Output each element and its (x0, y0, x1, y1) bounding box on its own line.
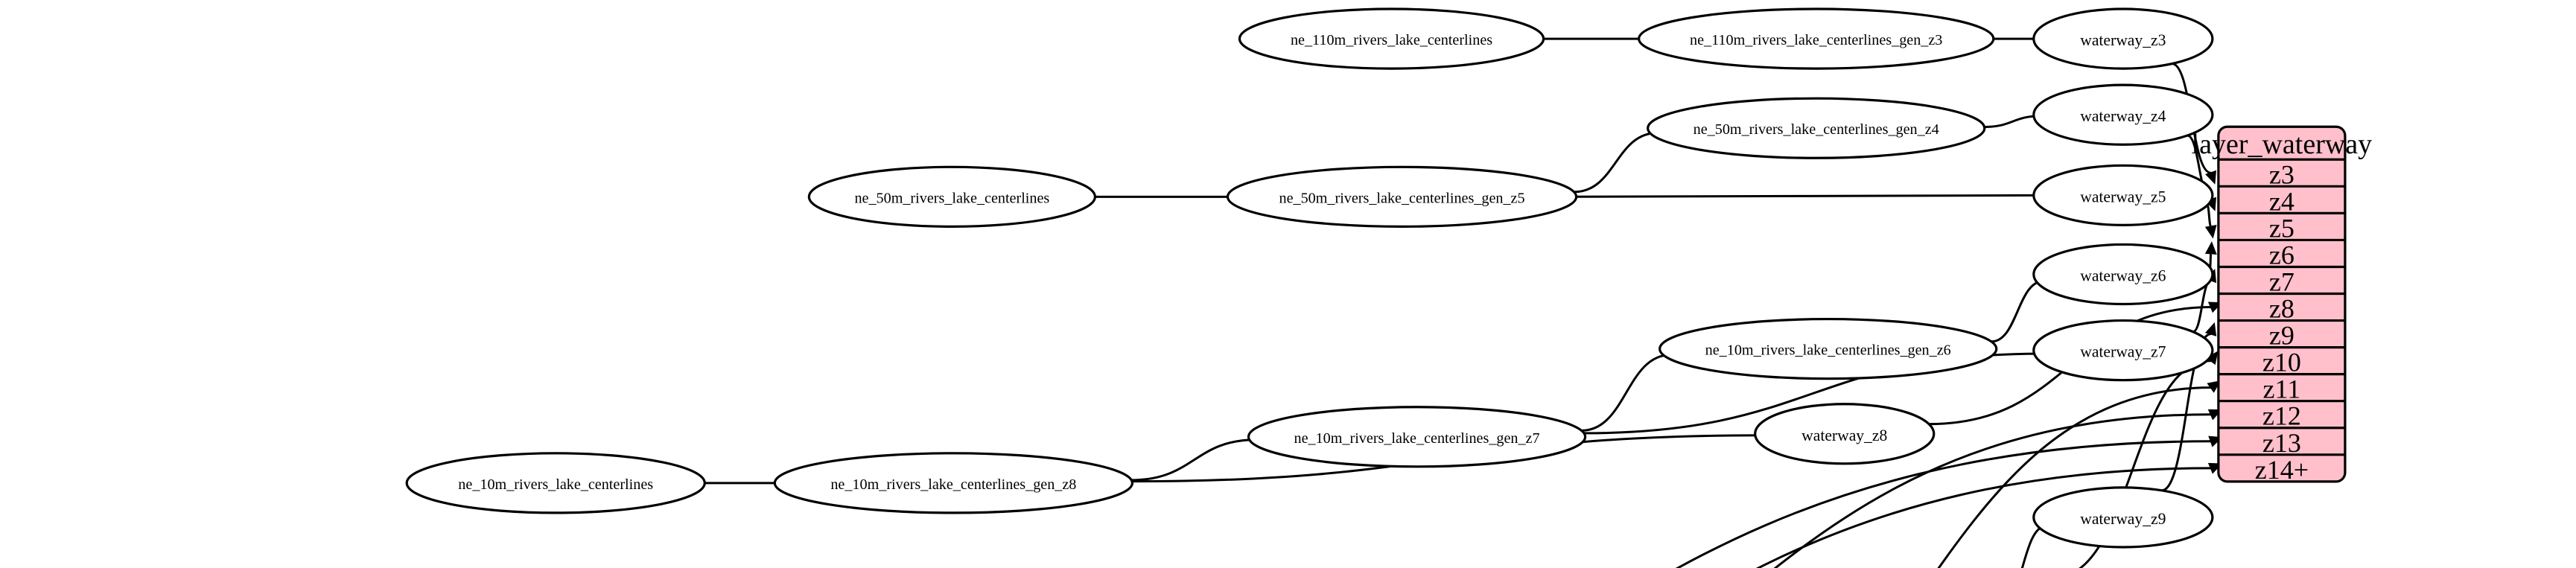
node-label: waterway_z3 (2080, 31, 2166, 49)
node-label: waterway_z6 (2080, 267, 2166, 284)
legend-row-z13[interactable]: z13 (2262, 428, 2301, 458)
node-label: ne_10m_rivers_lake_centerlines_gen_z8 (830, 476, 1076, 493)
edge-waterway_z5-to-layer_waterway-z5 (2206, 204, 2213, 228)
node-label: waterway_z8 (1801, 427, 1887, 444)
edge-waterway_z14-to-layer_waterway-z14+ (1755, 467, 2211, 568)
node-label: waterway_z5 (2080, 188, 2166, 205)
legend-row-z9[interactable]: z9 (2269, 321, 2294, 351)
legend-title: layer_waterway (2192, 129, 2373, 160)
node-shape (773, 452, 1134, 514)
node-waterway_z7[interactable]: waterway_z7 (2032, 319, 2214, 382)
legend-row-z14+[interactable]: z14+ (2255, 455, 2309, 485)
node-ne_110m_rivers_lake_centerlines_gen_z3[interactable]: ne_110m_rivers_lake_centerlines_gen_z3 (1638, 7, 1995, 70)
node-waterway_z5[interactable]: waterway_z5 (2032, 164, 2214, 226)
legend-row-z3[interactable]: z3 (2269, 159, 2294, 189)
nodes-layer: imposm3osm_waterway_linestringosm_import… (405, 7, 2214, 549)
legend-row-z4[interactable]: z4 (2269, 186, 2294, 216)
node-label: ne_50m_rivers_lake_centerlines_gen_z4 (1694, 121, 1939, 138)
edge-ne_50m_rivers_lake_centerlines_gen_z5-to-ne_50m_rivers_lake_centerlines_gen_z4 (1574, 131, 1658, 194)
node-waterway_z8[interactable]: waterway_z8 (1754, 403, 1936, 465)
node-label: waterway_z7 (2080, 343, 2166, 361)
node-label: ne_110m_rivers_lake_centerlines (1291, 32, 1492, 48)
legend-row-z8[interactable]: z8 (2269, 294, 2294, 324)
node-shape (2032, 7, 2214, 70)
edge-osm_important_waterway_linestring_gen_z9-to-waterway_z9 (2020, 525, 2047, 568)
node-label: waterway_z4 (2080, 107, 2166, 125)
edge-ne_10m_rivers_lake_centerlines_gen_z6-to-waterway_z6 (1991, 279, 2044, 343)
edge-arrowhead (2204, 322, 2217, 336)
edge-ne_10m_rivers_lake_centerlines_gen_z7-to-ne_10m_rivers_lake_centerlines_gen_z6 (1581, 354, 1671, 432)
node-shape (2032, 164, 2214, 226)
node-ne_10m_rivers_lake_centerlines[interactable]: ne_10m_rivers_lake_centerlines (405, 452, 706, 514)
legend-row-z10[interactable]: z10 (2262, 348, 2301, 377)
node-label: ne_110m_rivers_lake_centerlines_gen_z3 (1690, 32, 1942, 48)
node-waterway_z4[interactable]: waterway_z4 (2032, 83, 2214, 146)
edge-ne_50m_rivers_lake_centerlines_gen_z5-to-waterway_z5 (1576, 194, 2041, 198)
edge-ne_50m_rivers_lake_centerlines_gen_z4-to-waterway_z4 (1984, 115, 2041, 128)
legend-row-z6[interactable]: z6 (2269, 240, 2294, 269)
node-shape (2032, 319, 2214, 382)
node-label: ne_50m_rivers_lake_centerlines_gen_z5 (1279, 190, 1525, 206)
node-ne_50m_rivers_lake_centerlines[interactable]: ne_50m_rivers_lake_centerlines (807, 165, 1097, 229)
node-shape (1754, 403, 1936, 465)
node-waterway_z3[interactable]: waterway_z3 (2032, 7, 2214, 70)
edge-waterway_z6-to-layer_waterway-z6 (2209, 252, 2213, 269)
node-label: waterway_z9 (2080, 510, 2166, 528)
node-shape (2032, 486, 2214, 549)
edge-waterway_z11-to-layer_waterway-z11 (1937, 386, 2211, 568)
node-shape (1659, 317, 1998, 380)
node-shape (1647, 97, 1986, 159)
node-label: ne_10m_rivers_lake_centerlines_gen_z6 (1705, 342, 1951, 359)
node-shape (2032, 243, 2214, 306)
node-waterway_z9[interactable]: waterway_z9 (2032, 486, 2214, 549)
edge-waterway_z13-to-layer_waterway-z13 (1675, 440, 2211, 568)
legend-record-layer: layer_waterwayz3z4z5z6z7z8z9z10z11z12z13… (2192, 125, 2373, 485)
node-label: ne_10m_rivers_lake_centerlines (458, 476, 653, 493)
node-label: ne_50m_rivers_lake_centerlines (854, 190, 1049, 206)
legend-row-z11[interactable]: z11 (2263, 374, 2301, 404)
node-label: ne_10m_rivers_lake_centerlines_gen_z7 (1294, 430, 1540, 447)
node-shape (1247, 406, 1587, 468)
edge-arrowhead (2204, 225, 2217, 239)
node-shape (2032, 83, 2214, 146)
node-waterway_z6[interactable]: waterway_z6 (2032, 243, 2214, 306)
node-shape (1226, 165, 1578, 229)
edge-arrowhead (2205, 170, 2217, 185)
node-ne_110m_rivers_lake_centerlines[interactable]: ne_110m_rivers_lake_centerlines (1238, 7, 1545, 70)
edge-ne_10m_rivers_lake_centerlines_gen_z8-to-ne_10m_rivers_lake_centerlines_gen_z7 (1131, 438, 1257, 482)
node-ne_50m_rivers_lake_centerlines_gen_z4[interactable]: ne_50m_rivers_lake_centerlines_gen_z4 (1647, 97, 1986, 159)
node-shape (807, 165, 1097, 229)
node-ne_50m_rivers_lake_centerlines_gen_z5[interactable]: ne_50m_rivers_lake_centerlines_gen_z5 (1226, 165, 1578, 229)
legend-row-z7[interactable]: z7 (2269, 267, 2294, 296)
edge-arrowhead (2204, 241, 2217, 255)
legend-row-z12[interactable]: z12 (2262, 401, 2301, 431)
node-shape (1638, 7, 1995, 70)
node-shape (405, 452, 706, 514)
legend-row-z5[interactable]: z5 (2269, 213, 2294, 243)
layer-waterway-record-box (2217, 125, 2347, 483)
node-ne_10m_rivers_lake_centerlines_gen_z8[interactable]: ne_10m_rivers_lake_centerlines_gen_z8 (773, 452, 1134, 514)
node-shape (1238, 7, 1545, 70)
node-ne_10m_rivers_lake_centerlines_gen_z7[interactable]: ne_10m_rivers_lake_centerlines_gen_z7 (1247, 406, 1587, 468)
edge-waterway_z12-to-layer_waterway-z12 (1773, 413, 2211, 568)
node-ne_10m_rivers_lake_centerlines_gen_z6[interactable]: ne_10m_rivers_lake_centerlines_gen_z6 (1659, 317, 1998, 380)
edge-arrowhead (2207, 380, 2222, 393)
